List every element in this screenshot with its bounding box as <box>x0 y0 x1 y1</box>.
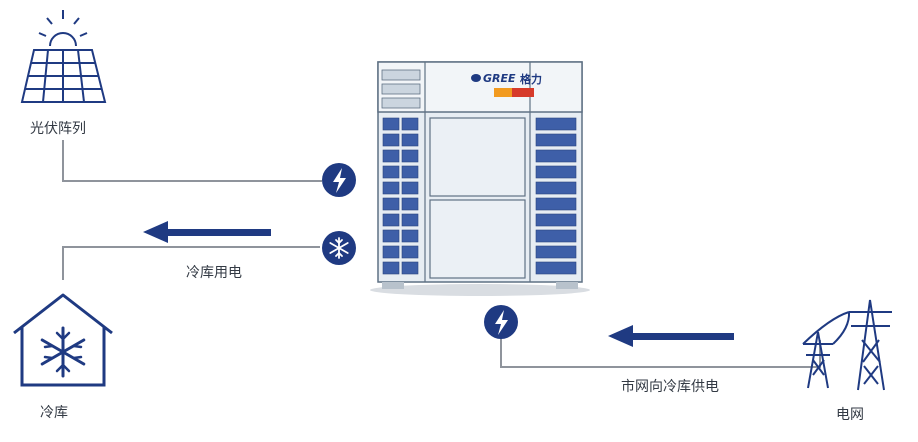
cold-storage-connector-line <box>62 246 320 280</box>
hvac-outdoor-unit-icon: GREE 格力 <box>370 61 590 296</box>
solar-panel-icon <box>20 10 107 103</box>
left-arrow-icon <box>608 325 734 347</box>
pv-array-label: 光伏阵列 <box>30 121 86 137</box>
brand-logo: GREE 格力 <box>471 72 542 97</box>
transmission-tower-icon <box>802 299 892 391</box>
power-grid-label: 电网 <box>836 407 864 423</box>
snowflake-house-icon <box>13 293 113 387</box>
grid-supply-label: 市网向冷库供电 <box>621 379 719 395</box>
brand-name: GREE <box>483 72 516 85</box>
lightning-icon <box>322 163 356 197</box>
left-arrow-icon <box>143 221 271 243</box>
lightning-icon <box>484 305 518 339</box>
grid-connector-line <box>500 338 821 368</box>
cold-storage-power-label: 冷库用电 <box>186 265 242 281</box>
snowflake-icon <box>322 231 356 265</box>
pv-connector-line <box>62 140 322 182</box>
cold-storage-label: 冷库 <box>40 405 68 421</box>
brand-script: 格力 <box>520 72 542 86</box>
